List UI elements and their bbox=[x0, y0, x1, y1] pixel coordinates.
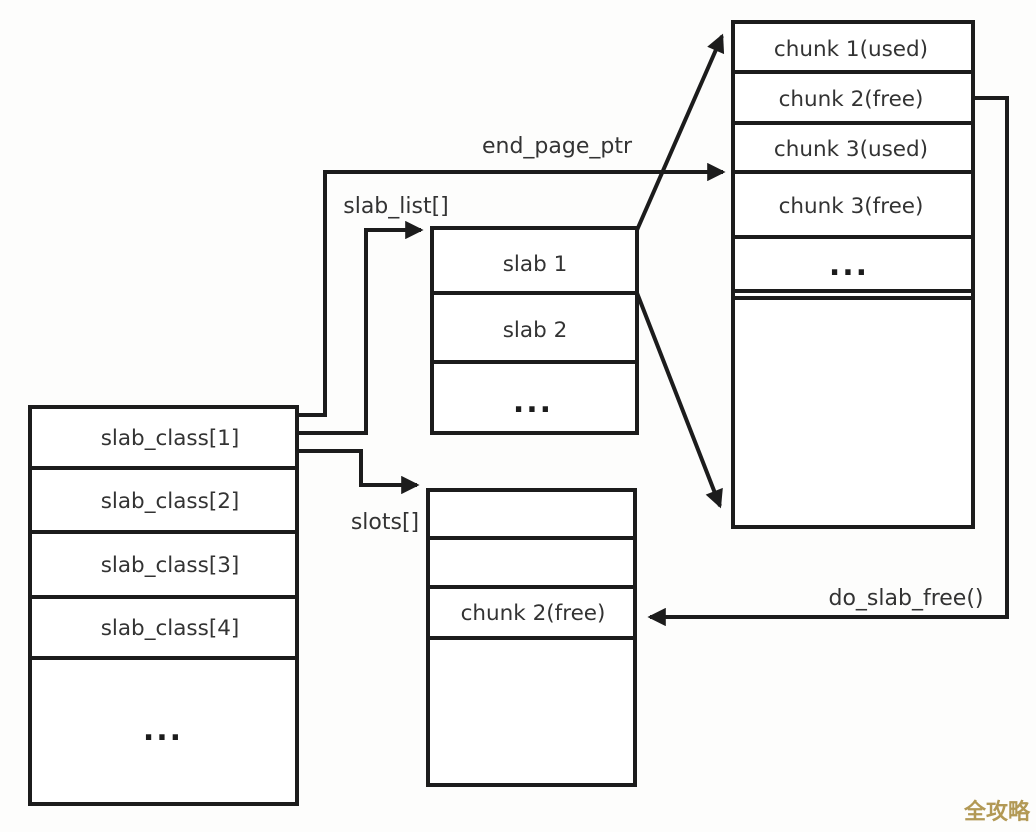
end-page-ptr-arrow bbox=[297, 162, 726, 417]
slab-list-ellipsis-cell: ... bbox=[513, 385, 553, 420]
slab1-to-chunks-top-arrow bbox=[635, 33, 725, 231]
do-slab-free-arrow bbox=[647, 96, 1009, 627]
slots-box: chunk 2(free) bbox=[426, 488, 637, 787]
slab-list-box: slab 1 slab 2 ... bbox=[430, 226, 639, 435]
slab-1-cell: slab 1 bbox=[503, 252, 568, 277]
slab-class-2-cell: slab_class[2] bbox=[101, 489, 240, 514]
slab-class-array-box: slab_class[1] slab_class[2] slab_class[3… bbox=[28, 405, 299, 806]
slab-list-arrow bbox=[297, 220, 424, 435]
chunk-2-free-cell: chunk 2(free) bbox=[779, 87, 924, 112]
slab-class-1-cell: slab_class[1] bbox=[101, 426, 240, 451]
slab-2-cell: slab 2 bbox=[503, 318, 568, 343]
slab-class-4-cell: slab_class[4] bbox=[101, 616, 240, 641]
chunks-box: chunk 1(used) chunk 2(free) chunk 3(used… bbox=[731, 20, 975, 529]
slab-class-array-outline bbox=[28, 405, 299, 806]
slots-label: slots[] bbox=[351, 510, 419, 535]
slab-class-3-cell: slab_class[3] bbox=[101, 553, 240, 578]
do-slab-free-label: do_slab_free() bbox=[829, 586, 984, 611]
watermark: 全攻略 bbox=[963, 799, 1031, 825]
chunks-outline bbox=[731, 20, 975, 529]
slots-chunk-2-free-cell: chunk 2(free) bbox=[461, 601, 606, 626]
chunk-3-used-cell: chunk 3(used) bbox=[774, 137, 928, 162]
slab-list-outline bbox=[430, 226, 639, 435]
chunks-ellipsis-cell: ... bbox=[829, 248, 869, 283]
end-page-ptr-label: end_page_ptr bbox=[482, 134, 633, 159]
slab2-to-chunks-bottom-arrow bbox=[635, 292, 723, 509]
slab-class-ellipsis-cell: ... bbox=[143, 713, 183, 748]
chunk-3-free-cell: chunk 3(free) bbox=[779, 194, 924, 219]
slab-list-label: slab_list[] bbox=[343, 194, 449, 219]
slots-arrow bbox=[297, 449, 420, 495]
chunk-1-used-cell: chunk 1(used) bbox=[774, 37, 928, 62]
